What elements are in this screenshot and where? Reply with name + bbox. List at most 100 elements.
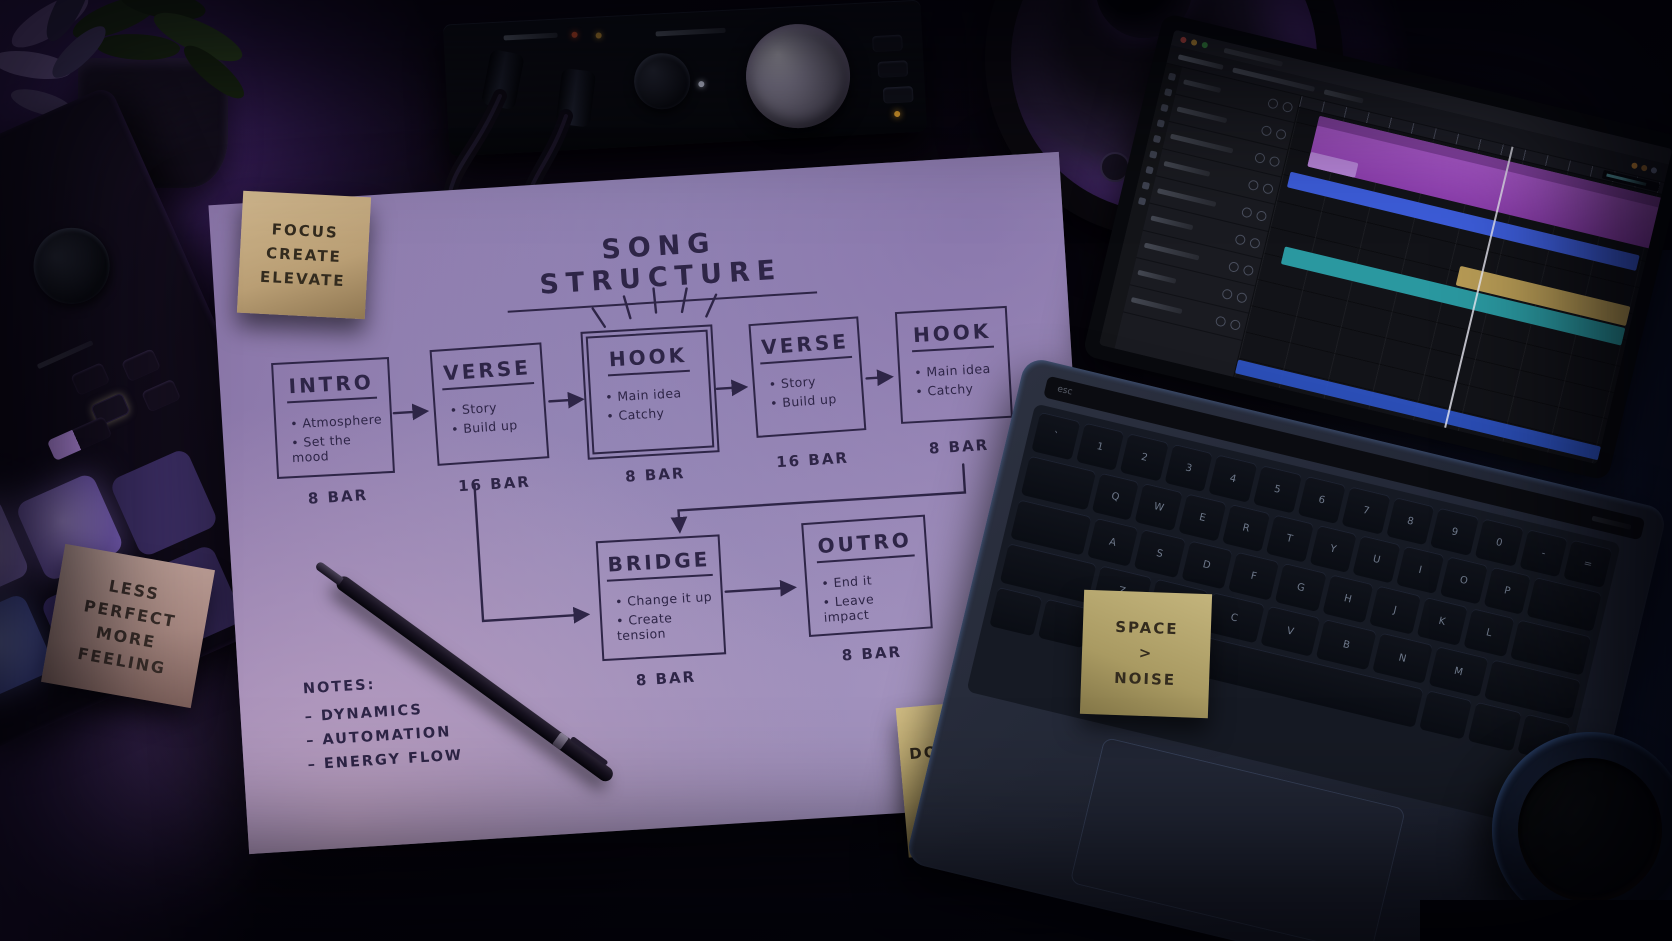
section-title: VERSE <box>758 328 852 365</box>
rail-icon <box>1167 72 1176 81</box>
track-name-blur <box>1156 188 1217 207</box>
mute-button <box>1254 151 1267 164</box>
mute-button <box>1214 314 1227 327</box>
keyboard-key: F <box>1228 551 1280 601</box>
section-title: INTRO <box>286 369 377 404</box>
notes-block: NOTES: – DYNAMICS – AUTOMATION – ENERGY … <box>302 669 464 778</box>
flow-box-hook-1: HOOK Main idea Catchy <box>580 324 720 460</box>
rail-icon <box>1144 165 1154 175</box>
section-bullet: Change it up <box>615 589 716 610</box>
flow-box-intro: INTRO Atmosphere Set the mood <box>271 356 395 479</box>
track-name-blur <box>1176 106 1228 124</box>
keyboard-key: T <box>1265 514 1314 563</box>
flow-box-outro: OUTRO End it Leave impact <box>801 514 933 637</box>
keyboard-key: V <box>1260 605 1321 657</box>
keyboard-key: 8 <box>1386 497 1435 546</box>
section-bullet: Create tension <box>616 608 718 643</box>
section-bullet: Build up <box>451 416 540 437</box>
rail-icon <box>1148 150 1158 159</box>
mute-button <box>1234 233 1247 246</box>
keyboard-key: M <box>1428 646 1489 698</box>
keyboard-key: H <box>1322 574 1374 624</box>
rail-icon <box>1137 196 1146 206</box>
keyboard-key <box>1419 690 1473 740</box>
transport-leds <box>1630 162 1658 175</box>
keyboard-key: 0 <box>1474 518 1524 567</box>
rail-icon <box>1152 134 1161 144</box>
transport-dot <box>1630 162 1639 170</box>
mute-button <box>1227 260 1240 273</box>
rail-icon <box>1141 181 1150 190</box>
interface-button-2 <box>877 60 909 78</box>
track-name-blur <box>1137 269 1177 284</box>
keyboard-key <box>1468 701 1522 752</box>
solo-button <box>1255 209 1268 222</box>
keyboard-key: Y <box>1309 524 1358 574</box>
midi-button-2 <box>121 348 162 383</box>
section-bullet: Story <box>449 397 538 418</box>
mute-button <box>1221 287 1234 300</box>
flow-box-verse-2: VERSE Story Build up <box>748 316 867 438</box>
corner-shadow <box>1420 900 1672 941</box>
touchbar-glyphs-blur <box>1591 515 1632 530</box>
section-bullet: Atmosphere <box>290 411 385 431</box>
keyboard-key: U <box>1352 535 1401 584</box>
keyboard-key: B <box>1316 619 1377 671</box>
keyboard-key: A <box>1086 517 1139 567</box>
sticky-note-space: SPACE > NOISE <box>1079 589 1213 719</box>
flow-box-bridge: BRIDGE Change it up Create tension <box>595 534 727 662</box>
solo-button <box>1248 236 1262 249</box>
keyboard-key: N <box>1372 632 1433 684</box>
section-bullet: Build up <box>770 390 857 411</box>
section-bullet: Catchy <box>915 379 1004 399</box>
keyboard-key: S <box>1133 529 1186 579</box>
mute-button <box>1247 178 1260 191</box>
section-title: HOOK <box>910 318 995 353</box>
rail-icon <box>1156 119 1165 128</box>
song-structure-paper: SONG STRUCTURE <box>208 151 1100 855</box>
keyboard-key <box>989 586 1043 637</box>
section-bullet: Main idea <box>605 384 704 405</box>
keyboard-key: 9 <box>1430 507 1480 557</box>
keyboard-key: K <box>1416 596 1468 646</box>
section-bullet: Catchy <box>606 403 705 424</box>
solo-button <box>1229 318 1242 331</box>
sticky-note-focus: FOCUS CREATE ELEVATE <box>236 190 372 320</box>
section-title: OUTRO <box>814 527 915 564</box>
esc-key-label: esc <box>1056 384 1074 398</box>
keyboard-key: 5 <box>1253 465 1302 514</box>
solo-button <box>1235 291 1248 304</box>
section-title: HOOK <box>606 342 691 377</box>
mute-button <box>1260 124 1273 137</box>
keyboard-key: W <box>1134 483 1183 532</box>
keyboard-key: I <box>1396 545 1445 594</box>
midi-display-blur <box>36 340 94 370</box>
section-title: BRIDGE <box>604 546 714 582</box>
solo-button <box>1262 182 1275 195</box>
keyboard-key: O <box>1439 556 1488 605</box>
mute-button <box>1267 97 1280 110</box>
keyboard-key: 3 <box>1164 443 1214 493</box>
solo-button <box>1275 127 1288 140</box>
midi-button-1 <box>70 362 111 397</box>
keyboard-key: D <box>1180 540 1233 590</box>
section-bullet: Set the mood <box>291 430 386 465</box>
coffee-mug <box>1492 732 1672 928</box>
keyboard-key: J <box>1369 585 1421 635</box>
section-bullet: Leave impact <box>822 588 924 625</box>
flow-connectors <box>392 287 967 624</box>
interface-button-3 <box>882 86 914 104</box>
section-bullet: Main idea <box>914 360 1003 380</box>
keyboard-key: 6 <box>1297 475 1347 525</box>
keyboard-key: R <box>1222 503 1271 553</box>
keyboard-key: 4 <box>1208 454 1258 503</box>
midi-toggle <box>46 415 113 462</box>
solo-button <box>1281 100 1294 113</box>
keyboard-key: P <box>1483 566 1532 615</box>
section-title: VERSE <box>440 355 534 391</box>
sticky-note-feeling: LESS PERFECT MORE FEELING <box>40 543 216 709</box>
flow-box-hook-2: HOOK Main idea Catchy <box>894 305 1013 424</box>
rail-icon <box>1159 103 1169 113</box>
track-name-blur <box>1163 160 1211 177</box>
